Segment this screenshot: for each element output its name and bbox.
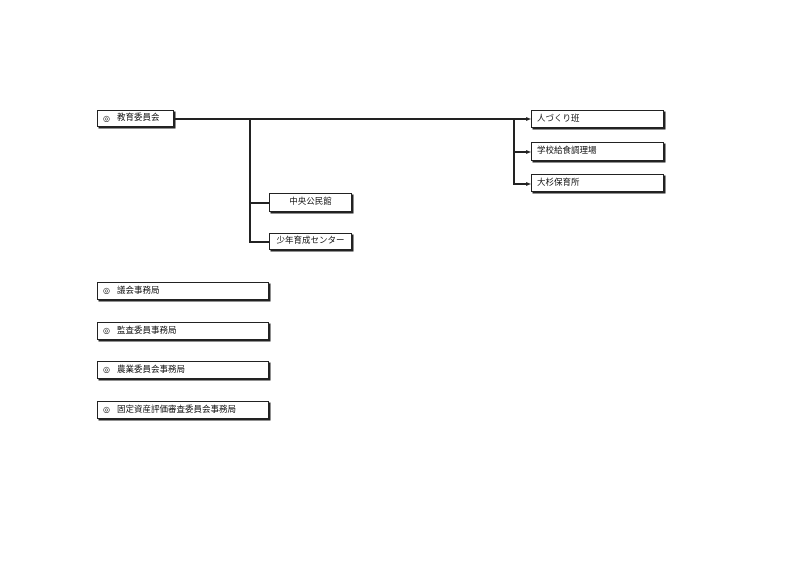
node-label: 大杉保育所 bbox=[537, 177, 580, 188]
connector-right-branch-3 bbox=[513, 183, 527, 185]
node-assembly-secretariat: ◎ 議会事務局 bbox=[97, 282, 269, 300]
double-circle-icon: ◎ bbox=[103, 286, 110, 295]
connector-mid-branch-2 bbox=[249, 241, 269, 243]
node-label: 固定資産評価審査委員会事務局 bbox=[116, 404, 236, 415]
connector-right-branch-1 bbox=[513, 118, 527, 120]
node-board-of-education: ◎ 教育委員会 bbox=[97, 110, 174, 127]
node-central-community-hall: 中央公民館 bbox=[269, 193, 352, 212]
arrow-right-branch-3 bbox=[526, 181, 531, 186]
node-label: 議会事務局 bbox=[116, 285, 160, 296]
node-agriculture-committee-secretariat: ◎ 農業委員会事務局 bbox=[97, 361, 269, 379]
node-label: 監査委員事務局 bbox=[116, 325, 177, 336]
connector-mid-branch-1 bbox=[249, 202, 269, 204]
connector-right-branch-2 bbox=[513, 151, 527, 153]
double-circle-icon: ◎ bbox=[103, 113, 110, 123]
double-circle-icon: ◎ bbox=[103, 365, 110, 374]
connector-mid-vertical bbox=[249, 118, 251, 242]
node-hitozukuri-team: 人づくり班 bbox=[531, 110, 664, 128]
node-label: 学校給食調理場 bbox=[537, 146, 597, 157]
node-label: 農業委員会事務局 bbox=[116, 364, 185, 375]
connector-main-horizontal bbox=[174, 118, 514, 120]
double-circle-icon: ◎ bbox=[103, 405, 110, 414]
node-youth-development-center: 少年育成センター bbox=[269, 233, 352, 250]
node-osugi-nursery: 大杉保育所 bbox=[531, 174, 664, 192]
node-label: 教育委員会 bbox=[116, 113, 160, 124]
node-audit-committee-secretariat: ◎ 監査委員事務局 bbox=[97, 322, 269, 340]
arrow-right-branch-2 bbox=[526, 149, 531, 154]
node-label: 少年育成センター bbox=[276, 236, 345, 247]
node-label: 中央公民館 bbox=[289, 197, 332, 208]
node-property-assessment-review-secretariat: ◎ 固定資産評価審査委員会事務局 bbox=[97, 401, 269, 419]
arrow-right-branch-1 bbox=[526, 116, 531, 121]
node-label: 人づくり班 bbox=[537, 113, 580, 124]
double-circle-icon: ◎ bbox=[103, 326, 110, 335]
node-school-lunch-kitchen: 学校給食調理場 bbox=[531, 142, 664, 161]
